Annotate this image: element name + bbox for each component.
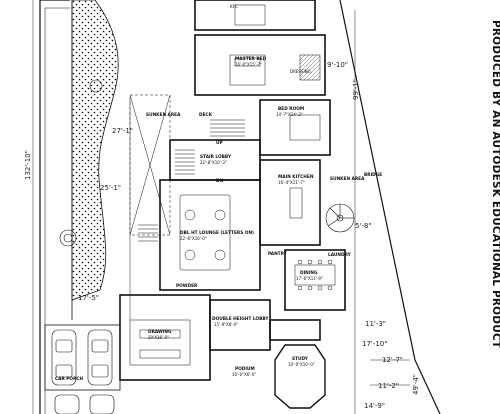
study-octagon (274, 344, 326, 409)
furniture (129, 4, 336, 366)
label-bed-room-size: 14'-7"X14'-2" (276, 112, 303, 117)
label-car-porch: CAR PORCH (55, 376, 84, 382)
label-bed-room: BED ROOM (278, 106, 304, 112)
label-dining-size: 17'-6"X11'-9" (296, 276, 323, 281)
dim-17-10: 17'-10" (362, 340, 387, 348)
label-powder: POWDER (176, 283, 198, 289)
label-stair-lobby-size: 22'-8"X10'-3" (200, 160, 227, 165)
dim-25: 25'-1" (100, 184, 121, 192)
label-master-bed: MASTER BED (235, 56, 267, 62)
label-bridge: BRIDGE (364, 172, 382, 178)
label-study: STUDY (292, 356, 309, 362)
label-up: UP (216, 140, 223, 146)
label-main-kitchen-size: 16'-4"X11'-7" (278, 180, 305, 185)
building-walls (119, 0, 346, 381)
label-laundry: LAUNDRY (328, 252, 352, 258)
label-podium: PODIUM (235, 366, 255, 372)
label-double-height-lobby: DOUBLE HEIGHT LOBBY (212, 316, 269, 322)
dim-11-3: 11'-3" (365, 320, 386, 328)
dim-9-10: 9'-10" (327, 61, 348, 69)
label-double-height-lobby-size: 15'-9"X8'-0" (214, 322, 238, 327)
garden-area (71, 0, 119, 301)
label-stair-lobby: STAIR LOBBY (200, 154, 232, 160)
label-dressing: DRESSING (290, 69, 311, 74)
car-porch-cars (44, 324, 121, 414)
label-main-kitchen: MAIN KITCHEN (278, 174, 314, 180)
tree-symbol (59, 79, 103, 247)
watermark-text: PRODUCED BY AN AUTODESK EDUCATIONAL PROD… (490, 20, 500, 349)
label-study-size: 10'-0"X10'-0" (288, 362, 315, 367)
label-sunken-area: SUNKEN AREA (146, 112, 181, 118)
sunken-area (129, 94, 171, 236)
dim-14-9: 14'-9" (364, 402, 385, 410)
label-drawing: DRAWING (148, 329, 172, 335)
stairs (138, 119, 245, 242)
site-boundary-inner (44, 7, 70, 414)
label-top-room: KFC (230, 4, 238, 9)
site-boundary (39, 0, 441, 414)
dimension-lines (32, 0, 410, 414)
label-dining: DINING (300, 270, 318, 276)
label-master-bed-size: 16'-0"X15'-7" (235, 62, 262, 67)
label-pantry: PANTRY (268, 251, 288, 257)
dim-99: 99'-1" (352, 79, 360, 100)
spiral-stair (325, 203, 355, 233)
dim-27: 27'-1" (112, 127, 133, 135)
label-dbl-lounge: DBL HT LOUNGE (LETTERS ON) (180, 230, 254, 236)
label-drawing-size: 20'X16'-0" (148, 335, 169, 340)
label-sunken-area-2: SUNKEN AREA (330, 176, 365, 182)
dim-49-4: 49'-4" (412, 374, 420, 395)
dim-11-2: 11'-2" (378, 382, 399, 390)
dim-17-5: 17'-5" (78, 294, 99, 302)
label-dbl-lounge-size: 22'-6"X16'-0" (180, 236, 207, 241)
label-deck: DECK (199, 112, 213, 118)
dim-132: 132'-10" (24, 150, 32, 180)
label-dn: DN (216, 178, 224, 184)
label-podium-size: 10'-0"X6'-0" (232, 372, 256, 377)
dim-5-8: 5'-8" (355, 222, 372, 230)
dim-12-7: 12'-7" (382, 356, 403, 364)
